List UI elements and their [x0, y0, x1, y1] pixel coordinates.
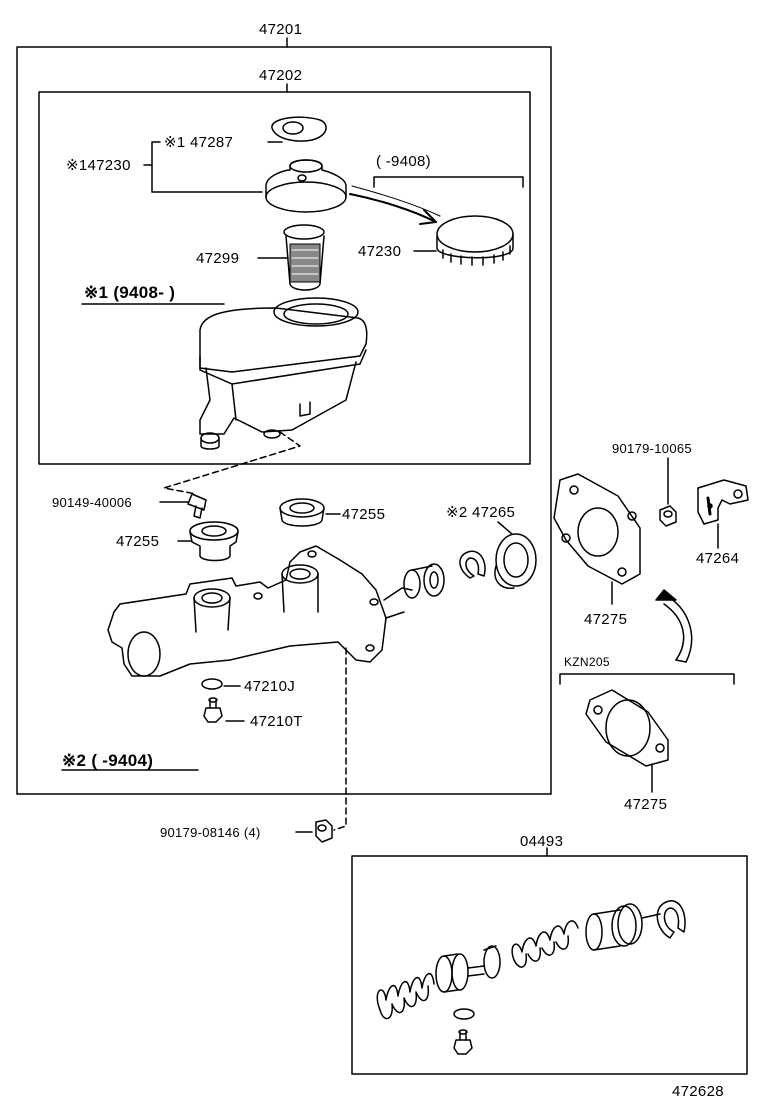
reservoir-box-47202	[38, 91, 531, 465]
label-90179-10065: 90179-10065	[612, 441, 692, 456]
seal-47265	[494, 533, 537, 589]
assembly-box-47201	[16, 46, 552, 795]
dashed-link-nut	[333, 647, 347, 831]
label-47264: 47264	[696, 550, 740, 567]
gasket-47287	[271, 116, 327, 142]
reservoir-cap-147230	[265, 159, 347, 213]
arrow-to-cap-47230	[349, 193, 437, 223]
label-47202: 47202	[259, 67, 303, 84]
washer-47210j	[201, 678, 223, 690]
bracket-147230	[151, 141, 263, 193]
washer-kit	[453, 1008, 475, 1020]
grommet-47255-right	[279, 498, 325, 527]
nut-90179-10065	[659, 505, 677, 527]
kit-box-04493	[351, 855, 748, 1075]
label-47255-right: 47255	[342, 506, 386, 523]
bleeder-kit	[453, 1029, 473, 1055]
dashed-link-reservoir	[163, 431, 301, 495]
strainer-47299	[283, 224, 325, 291]
gasket-47275-lower	[585, 689, 669, 767]
bolt-90149-40006	[187, 493, 207, 519]
bracket-47264	[697, 479, 749, 525]
label-note2: ※2 ( -9404)	[62, 751, 154, 770]
arrowhead-cap	[419, 209, 437, 225]
footer-code: 472628	[672, 1083, 724, 1100]
leader-47265	[497, 521, 513, 535]
label-04493: 04493	[520, 833, 564, 850]
label-range-9408: ( -9408)	[376, 153, 431, 170]
reservoir-cap-47230	[436, 215, 514, 266]
label-47255-left: 47255	[116, 533, 160, 550]
bracket-9408	[373, 176, 524, 188]
label-47275-upper: 47275	[584, 611, 628, 628]
gasket-47275-upper	[553, 473, 641, 585]
label-47287: ※1 47287	[164, 134, 234, 151]
spring-primary	[376, 972, 435, 1020]
label-kzn205: KZN205	[564, 655, 610, 669]
label-47210j: 47210J	[244, 678, 296, 695]
snap-ring-kit	[656, 900, 686, 939]
nut-90179-08146	[315, 819, 333, 843]
label-90149-40006: 90149-40006	[52, 495, 132, 510]
snap-ring	[459, 550, 486, 579]
bracket-kzn205	[559, 673, 735, 685]
label-47275-lower: 47275	[624, 796, 668, 813]
label-47210t: 47210T	[250, 713, 303, 730]
spring-secondary	[511, 920, 579, 968]
curved-arrowhead	[655, 589, 677, 601]
label-47230: 47230	[358, 243, 402, 260]
label-147230: ※147230	[66, 157, 131, 174]
reservoir-tank	[199, 297, 368, 450]
grommet-47255-left	[189, 521, 239, 562]
bleeder-47210t	[203, 697, 223, 723]
piston-primary	[435, 945, 501, 993]
label-90179-08146: 90179-08146 (4)	[160, 825, 261, 840]
label-47299: 47299	[196, 250, 240, 267]
label-47201: 47201	[259, 21, 303, 38]
label-note1: ※1 (9408- )	[84, 283, 176, 302]
piston-secondary	[585, 903, 661, 951]
curved-arrow	[663, 597, 693, 663]
label-47265: ※2 47265	[446, 504, 516, 521]
master-cylinder-body	[107, 545, 445, 677]
